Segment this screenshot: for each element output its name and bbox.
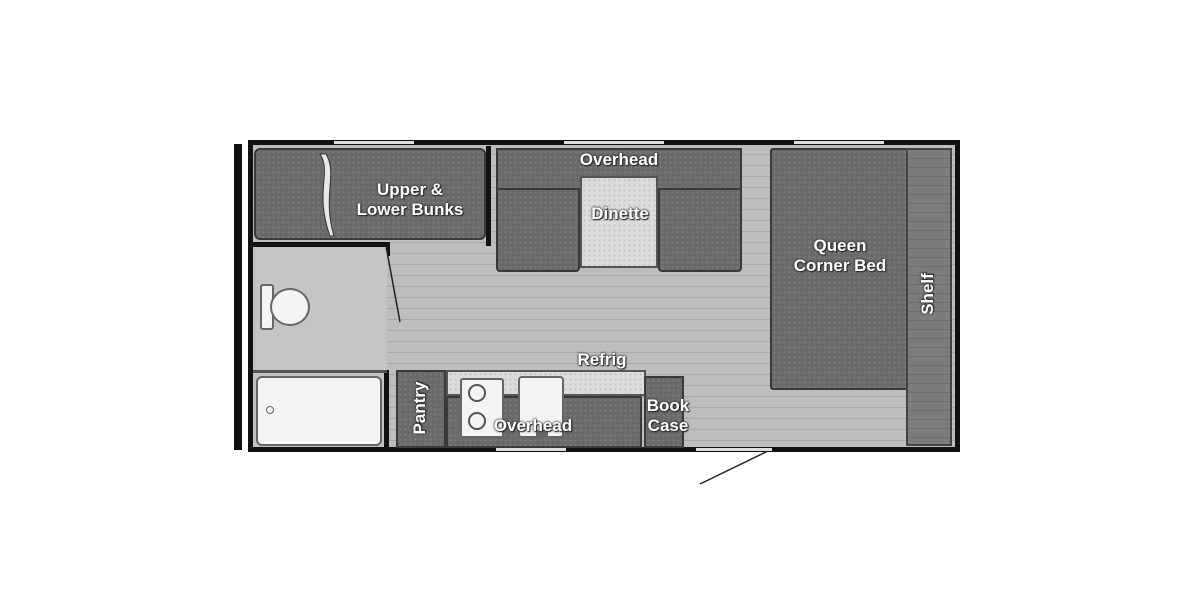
- window-top-right: [794, 141, 884, 144]
- toilet: [260, 284, 312, 330]
- front-wall-bar: [234, 144, 242, 450]
- overhead-bottom-label: Overhead: [493, 416, 573, 435]
- curtain-icon: [319, 153, 335, 237]
- bath-divider: [253, 370, 387, 373]
- shelf: [906, 148, 952, 446]
- shelf-label: Shelf: [918, 273, 937, 315]
- shower-tub: [256, 376, 382, 446]
- entry-door[interactable]: [694, 448, 774, 488]
- refrig-label: Refrig: [577, 350, 627, 369]
- burner-icon: [468, 412, 486, 430]
- bookcase-label: Book Case: [646, 396, 690, 435]
- bath-door: [385, 245, 401, 323]
- bookcase: [644, 376, 684, 448]
- burner-icon: [468, 384, 486, 402]
- window-top-mid: [564, 141, 664, 144]
- window-top-left: [334, 141, 414, 144]
- window-bottom: [496, 448, 566, 451]
- sink: [518, 376, 564, 438]
- bunks-label: Upper & Lower Bunks: [356, 180, 464, 219]
- queen-corner-bed: [770, 148, 908, 390]
- queen-bed-label: Queen Corner Bed: [793, 236, 887, 275]
- bunk-wall-right: [486, 146, 491, 246]
- stove: [460, 378, 504, 438]
- drain-icon: [266, 406, 274, 414]
- wall-left: [248, 140, 253, 452]
- floorplan: Upper & Lower Bunks Overhead Dinette Que…: [234, 140, 960, 485]
- dinette-table: [580, 176, 658, 268]
- bunks: Upper & Lower Bunks: [254, 148, 486, 240]
- pantry: [396, 370, 446, 448]
- dinette-label: Dinette: [591, 204, 649, 223]
- pantry-label: Pantry: [410, 381, 429, 435]
- wall-right: [955, 140, 960, 452]
- faucet-icon: [536, 430, 548, 436]
- bath-wall-top: [250, 242, 390, 247]
- entry-door-gap: [696, 448, 772, 451]
- bath-wall-right: [384, 370, 389, 450]
- wall-bottom: [248, 447, 960, 452]
- overhead-top-label: Overhead: [579, 150, 659, 169]
